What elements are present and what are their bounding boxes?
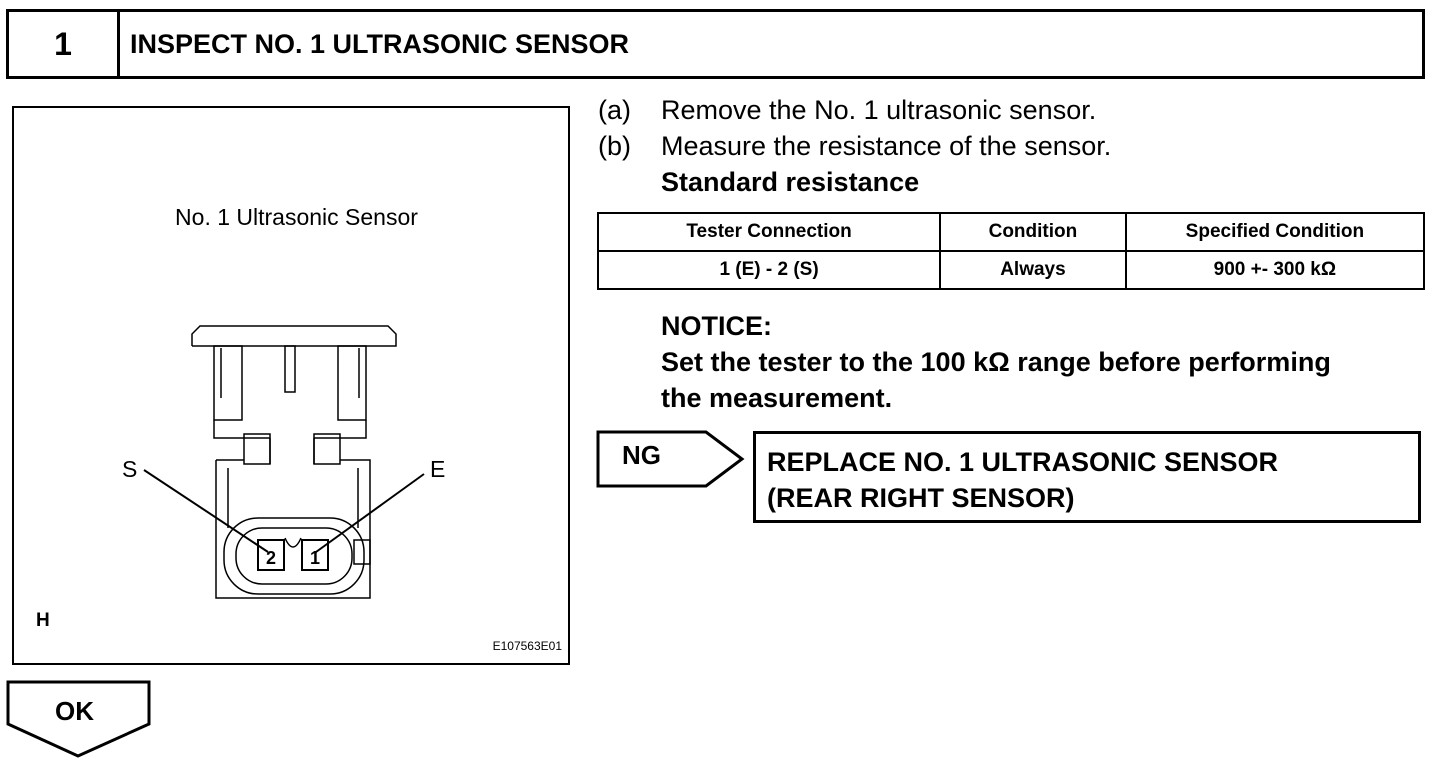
leader-e <box>315 473 425 553</box>
connector-tab <box>353 539 371 565</box>
ng-arrow <box>596 430 745 488</box>
ok-label: OK <box>55 696 94 726</box>
table-header-row: Tester Connection Condition Specified Co… <box>596 212 1426 252</box>
column-header-specified-condition: Specified Condition <box>1124 212 1426 252</box>
instruction-a-text: Remove the No. 1 ultrasonic sensor. <box>661 95 1097 125</box>
column-header-tester-connection: Tester Connection <box>596 212 942 252</box>
step-title: INSPECT NO. 1 ULTRASONIC SENSOR <box>130 28 630 59</box>
cell-condition: Always <box>939 250 1127 290</box>
cell-specified-condition: 900 +- 300 kΩ <box>1124 250 1426 290</box>
column-header-condition: Condition <box>939 212 1127 252</box>
leader-s <box>143 469 269 553</box>
pin-2-label: 2 <box>266 548 276 568</box>
ng-result-box: REPLACE NO. 1 ULTRASONIC SENSOR (REAR RI… <box>753 431 1421 523</box>
pin-1-cavity <box>301 539 329 571</box>
step-header: 1 INSPECT NO. 1 ULTRASONIC SENSOR <box>6 9 1425 79</box>
ok-arrow <box>6 680 151 758</box>
sensor-drawing: 2 1 <box>143 325 425 599</box>
label-e: E <box>430 456 446 482</box>
instruction-b-text: Measure the resistance of the sensor. <box>661 131 1112 161</box>
cell-tester-connection: 1 (E) - 2 (S) <box>596 250 942 290</box>
ng-result-line-1: REPLACE NO. 1 ULTRASONIC SENSOR <box>767 447 1279 477</box>
standard-resistance-label: Standard resistance <box>661 167 920 197</box>
figure-title: No. 1 Ultrasonic Sensor <box>175 204 418 230</box>
sensor-flange <box>191 325 397 347</box>
label-s: S <box>122 456 138 482</box>
connector-inner <box>235 527 353 585</box>
instruction-b-label: (b) <box>598 131 631 161</box>
sensor-clip-center <box>284 345 296 393</box>
notice-heading: NOTICE: <box>661 311 772 341</box>
instruction-b: (b) Measure the resistance of the sensor… <box>598 128 1111 164</box>
table-row: 1 (E) - 2 (S) Always 900 +- 300 kΩ <box>596 250 1426 290</box>
sensor-illustration: 2 1 No. 1 Ultrasonic Sensor S E H E10756… <box>12 106 570 665</box>
pin-1-label: 1 <box>310 548 320 568</box>
sensor-clip-right <box>337 345 367 421</box>
notice: NOTICE: Set the tester to the 100 kΩ ran… <box>661 308 1331 416</box>
sensor-clip-left <box>213 345 243 421</box>
instruction-a: (a) Remove the No. 1 ultrasonic sensor. <box>598 92 1111 128</box>
instructions: (a) Remove the No. 1 ultrasonic sensor. … <box>598 92 1111 200</box>
notice-line-1: Set the tester to the 100 kΩ range befor… <box>661 347 1331 377</box>
connector-outer <box>223 517 365 595</box>
ng-result-line-2: (REAR RIGHT SENSOR) <box>767 483 1075 513</box>
step-number: 1 <box>9 12 120 76</box>
ng-label: NG <box>622 440 661 470</box>
figure-code: E107563E01 <box>492 639 562 653</box>
spec-table: Tester Connection Condition Specified Co… <box>596 212 1426 290</box>
sensor-body <box>215 459 371 599</box>
pin-2-cavity <box>257 539 285 571</box>
instruction-a-label: (a) <box>598 95 631 125</box>
notice-line-2: the measurement. <box>661 383 893 413</box>
corner-mark: H <box>36 610 50 631</box>
